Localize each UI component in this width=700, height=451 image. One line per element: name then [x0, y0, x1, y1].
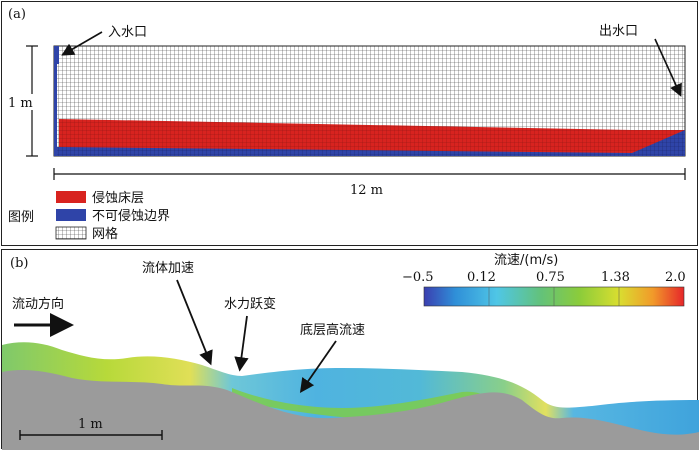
- colorbar-tick-1: 0.12: [467, 270, 496, 285]
- arrow-fluid-acceleration: [176, 279, 213, 366]
- length-label: 12 m: [350, 183, 383, 198]
- colorbar-tick-3: 1.38: [601, 270, 630, 285]
- colorbar-tick-4: 2.0: [665, 270, 686, 285]
- annotation-fluid-acceleration: 流体加速: [142, 261, 194, 276]
- legend-swatch-erodible: [56, 191, 86, 203]
- legend-label-mesh: 网格: [92, 226, 118, 242]
- annotation-hydraulic-jump: 水力跃变: [224, 296, 276, 312]
- inlet-arrow: [61, 31, 103, 56]
- non-erodible-boundary: [54, 130, 685, 156]
- inlet-boundary: [54, 46, 59, 64]
- outlet-arrow: [654, 38, 682, 97]
- legend-label-nonerodible: 不可侵蚀边界: [92, 208, 170, 224]
- colorbar-tick-2: 0.75: [536, 270, 565, 285]
- panel-a-svg: (a) 入水口 出水口 1 m 12 m 图例 侵蚀床层 不可侵蚀边界: [8, 7, 686, 242]
- panel-b-velocity-figure: (b) 流速/(m/s) −0.5 0.12 0.75 1.38 2.0 流动方…: [1, 249, 699, 450]
- erodible-bed: [59, 119, 685, 154]
- panel-a-tag: (a): [8, 7, 26, 22]
- panel-a-mesh-figure: (a) 入水口 出水口 1 m 12 m 图例 侵蚀床层 不可侵蚀边界: [1, 1, 698, 246]
- outlet-label: 出水口: [599, 24, 638, 39]
- flow-direction-label: 流动方向: [12, 296, 64, 312]
- colorbar-title: 流速/(m/s): [494, 253, 558, 268]
- annotation-bottom-high-velocity: 底层高流速: [300, 322, 365, 338]
- panel-b-tag: (b): [10, 256, 28, 271]
- arrow-bottom-high-velocity: [299, 340, 337, 393]
- ground-terrain: [2, 370, 699, 450]
- legend-swatch-mesh: [55, 226, 87, 240]
- legend-title: 图例: [8, 210, 34, 225]
- arrow-hydraulic-jump: [234, 315, 249, 372]
- colorbar-tick-0: −0.5: [402, 270, 434, 285]
- inlet-label: 入水口: [108, 25, 147, 40]
- panel-b-svg: (b) 流速/(m/s) −0.5 0.12 0.75 1.38 2.0 流动方…: [2, 253, 699, 450]
- left-blue-wall: [54, 64, 57, 156]
- legend-label-erodible: 侵蚀床层: [92, 190, 144, 206]
- legend-swatch-nonerodible: [56, 209, 86, 221]
- height-label: 1 m: [8, 96, 33, 111]
- scale-bar-label: 1 m: [78, 417, 103, 432]
